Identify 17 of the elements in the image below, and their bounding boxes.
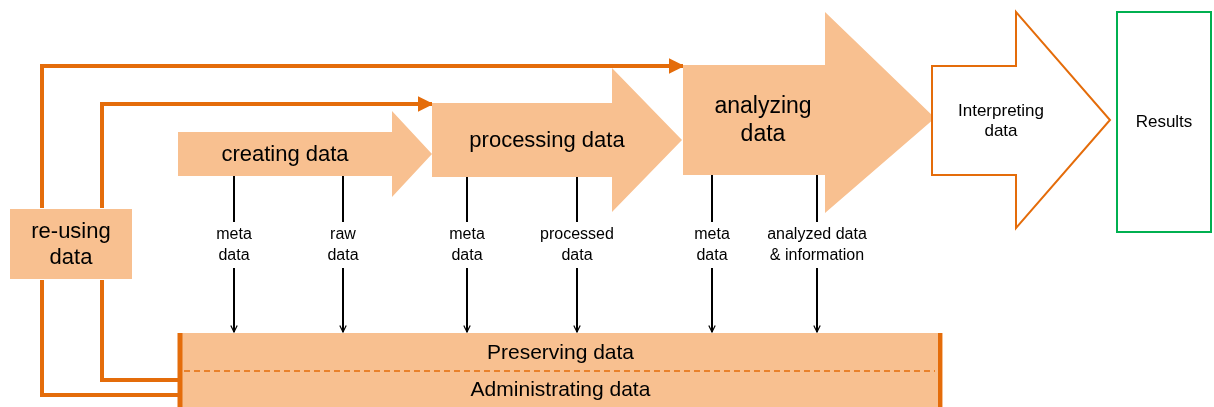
node-label: Interpreting data bbox=[957, 100, 1045, 142]
node-label: Administrating data bbox=[470, 375, 651, 402]
process-step-shape bbox=[432, 68, 682, 212]
storage-band bbox=[178, 333, 943, 407]
node-label: re-using data bbox=[30, 217, 112, 271]
edge-label: analyzed data & information bbox=[767, 222, 867, 268]
arrow bbox=[40, 58, 685, 208]
result-box bbox=[1116, 11, 1212, 233]
node-label: analyzing data bbox=[713, 92, 813, 148]
node-label: Results bbox=[1135, 111, 1193, 133]
node-label: creating data bbox=[221, 140, 349, 168]
process-step-shape bbox=[178, 111, 432, 197]
node-label: processing data bbox=[469, 126, 625, 154]
process-step-shape bbox=[931, 11, 1111, 229]
arrow bbox=[100, 96, 434, 208]
node-label: Preserving data bbox=[486, 338, 635, 365]
process-box bbox=[9, 208, 133, 280]
